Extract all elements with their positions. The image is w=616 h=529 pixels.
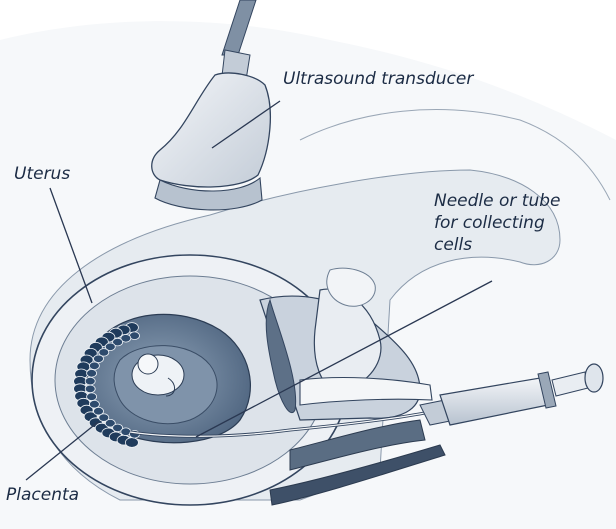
label-uterus: Uterus [14,164,70,184]
placenta-lobule [87,370,97,378]
placenta-lobule [89,362,99,370]
fetus [132,354,184,396]
label-ultrasound-transducer: Ultrasound transducer [283,69,474,89]
placenta-lobule [125,438,138,448]
label-needle-line-3: cells [434,235,472,255]
label-needle-line-1: Needle or tube [434,191,561,211]
label-needle-line-2: for collecting [434,213,545,233]
placenta-lobule [85,377,95,385]
label-placenta: Placenta [6,485,79,505]
placenta-lobule [94,355,104,363]
placenta-lobule [87,393,97,401]
placenta-lobule [89,400,99,408]
placenta-lobule [85,385,95,393]
